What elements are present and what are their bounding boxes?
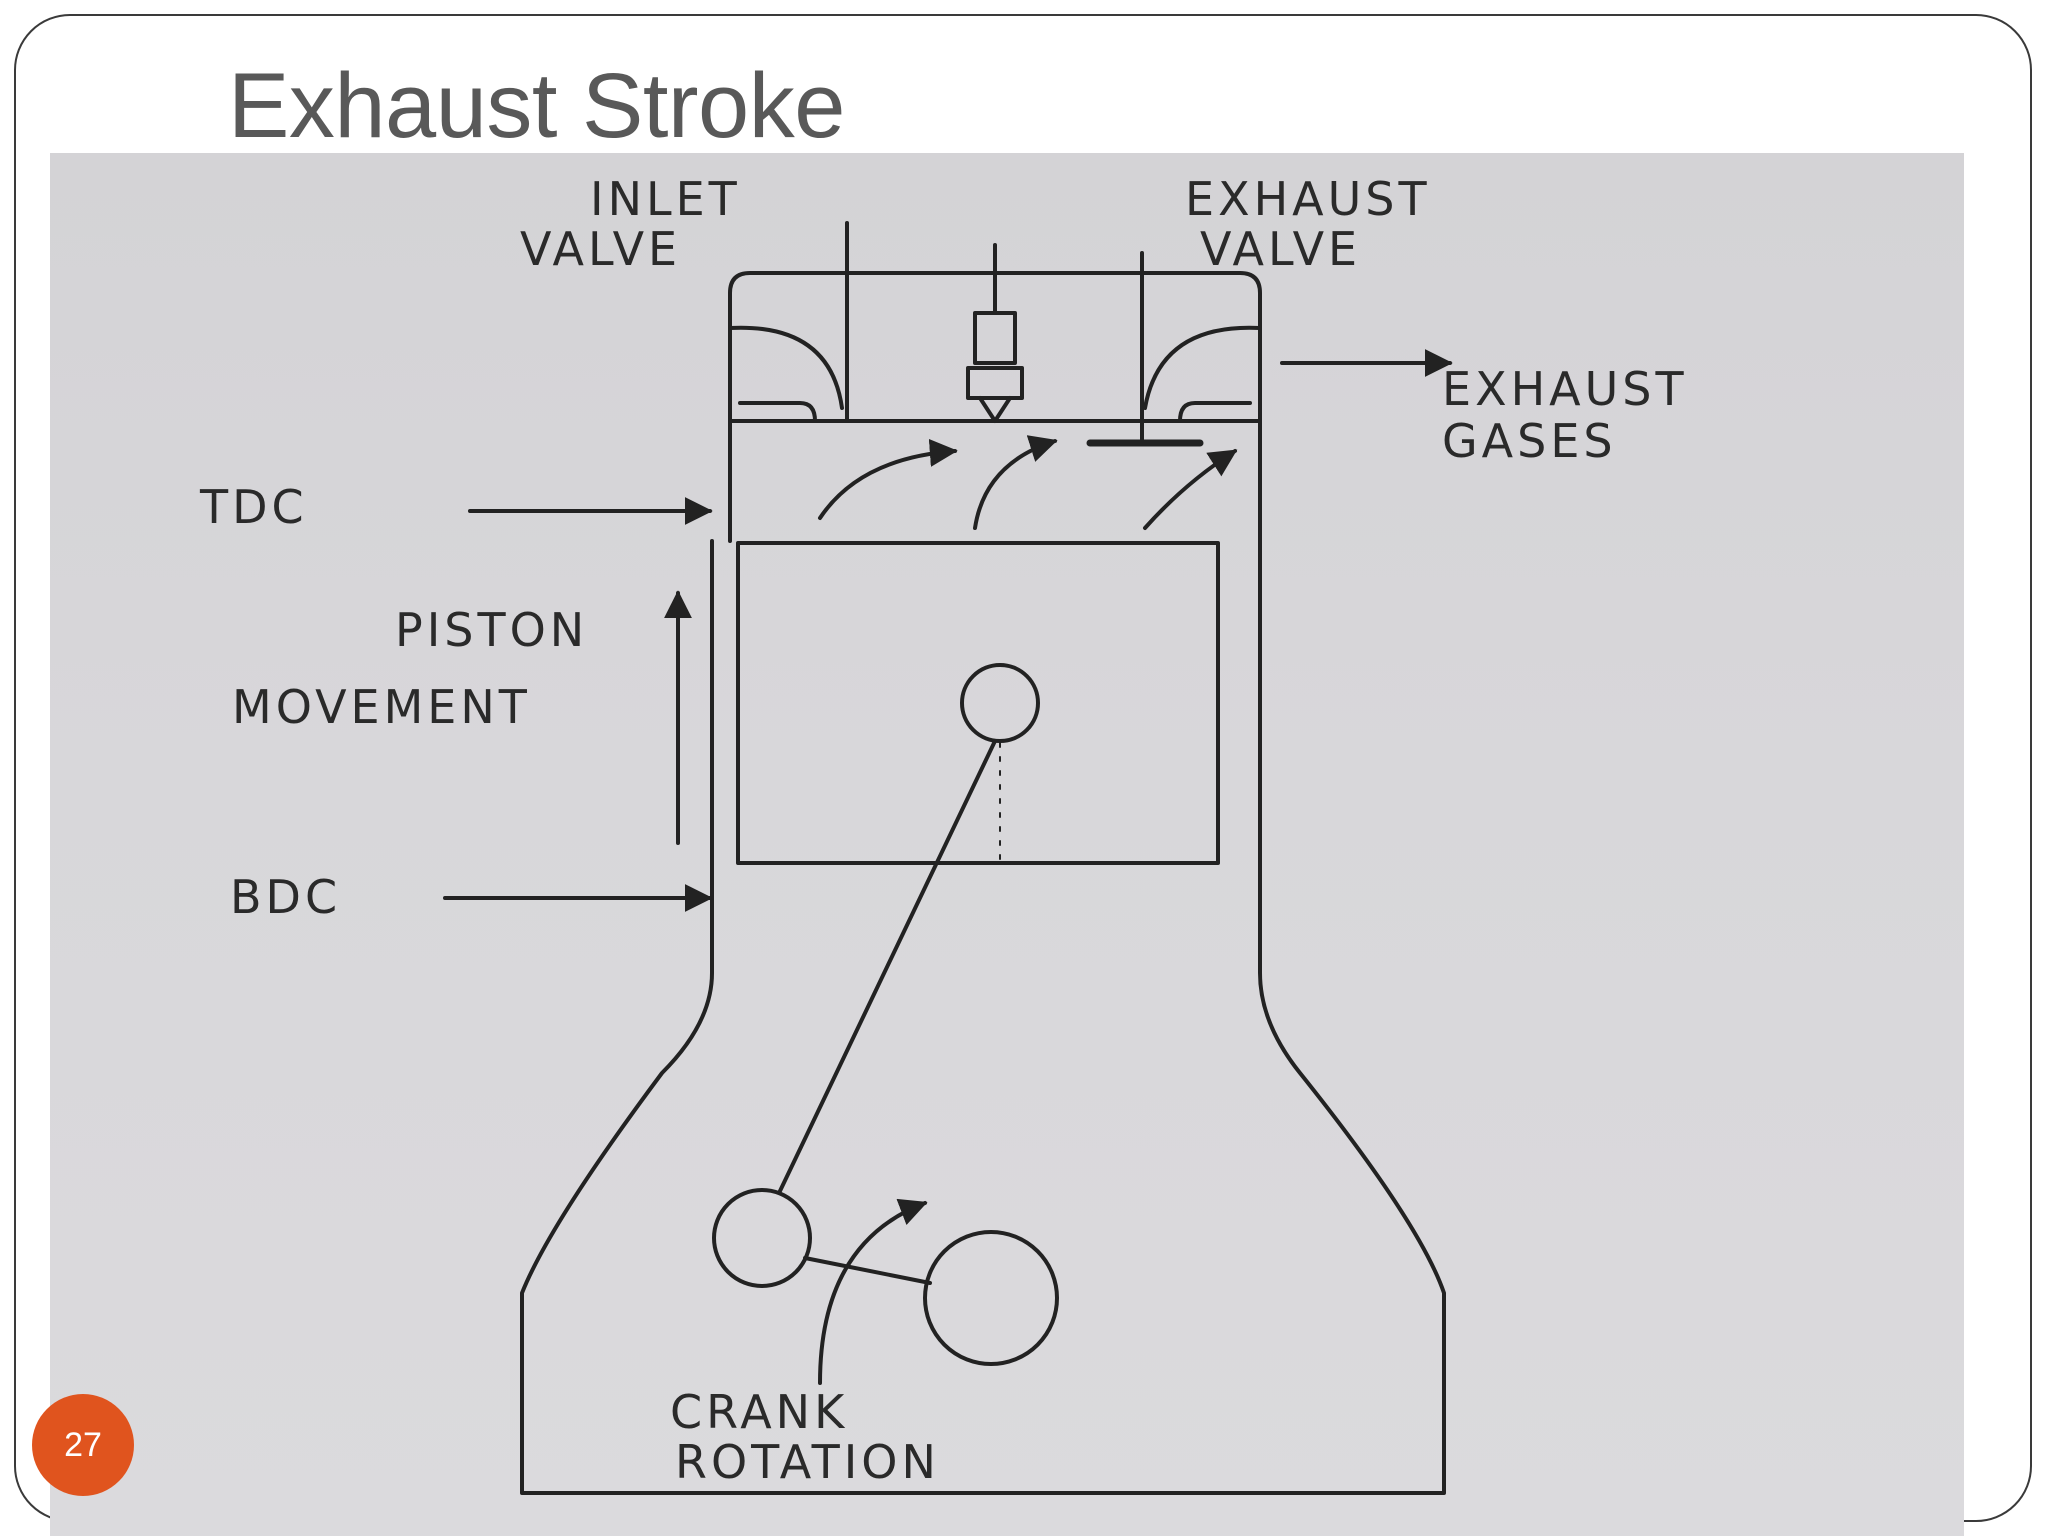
- engine-diagram: INLET VALVE EXHAUST VALVE EXHAUST GASES …: [199, 172, 1688, 1495]
- exhaust-gases-label-line1: EXHAUST: [1442, 362, 1688, 416]
- exhaust-valve-label-line2: VALVE: [1200, 222, 1361, 276]
- inlet-valve-label-line2: VALVE: [520, 222, 681, 276]
- exhaust-gases-label-line2: GASES: [1442, 414, 1617, 468]
- inlet-port: [728, 325, 844, 423]
- gudgeon-pin: [960, 663, 1040, 743]
- piston-movement-label-line2: MOVEMENT: [232, 680, 531, 734]
- slide-number-badge: 27: [32, 1394, 134, 1496]
- inlet-valve-label-line1: INLET: [590, 172, 741, 226]
- piston: [736, 541, 1220, 865]
- exhaust-valve-label-line1: EXHAUST: [1185, 172, 1431, 226]
- crankshaft: [923, 1230, 1059, 1366]
- crank-rotation-label-line2: ROTATION: [675, 1435, 940, 1489]
- crank-pin: [712, 1188, 812, 1288]
- engine-diagram-photo: INLET VALVE EXHAUST VALVE EXHAUST GASES …: [50, 153, 1964, 1536]
- crank-rotation-label-line1: CRANK: [670, 1385, 848, 1439]
- slide-title: Exhaust Stroke: [228, 55, 845, 157]
- bdc-label: BDC: [230, 870, 341, 924]
- crank-web: [803, 1256, 932, 1285]
- spark-plug: [966, 243, 1024, 423]
- crank-rotation-arrow: [818, 1198, 928, 1385]
- piston-movement-label-line1: PISTON: [395, 603, 588, 657]
- exhaust-port: [1143, 325, 1262, 423]
- cylinder-outline: [520, 271, 1446, 1495]
- connecting-rod: [778, 739, 997, 1193]
- tdc-label: TDC: [199, 480, 308, 534]
